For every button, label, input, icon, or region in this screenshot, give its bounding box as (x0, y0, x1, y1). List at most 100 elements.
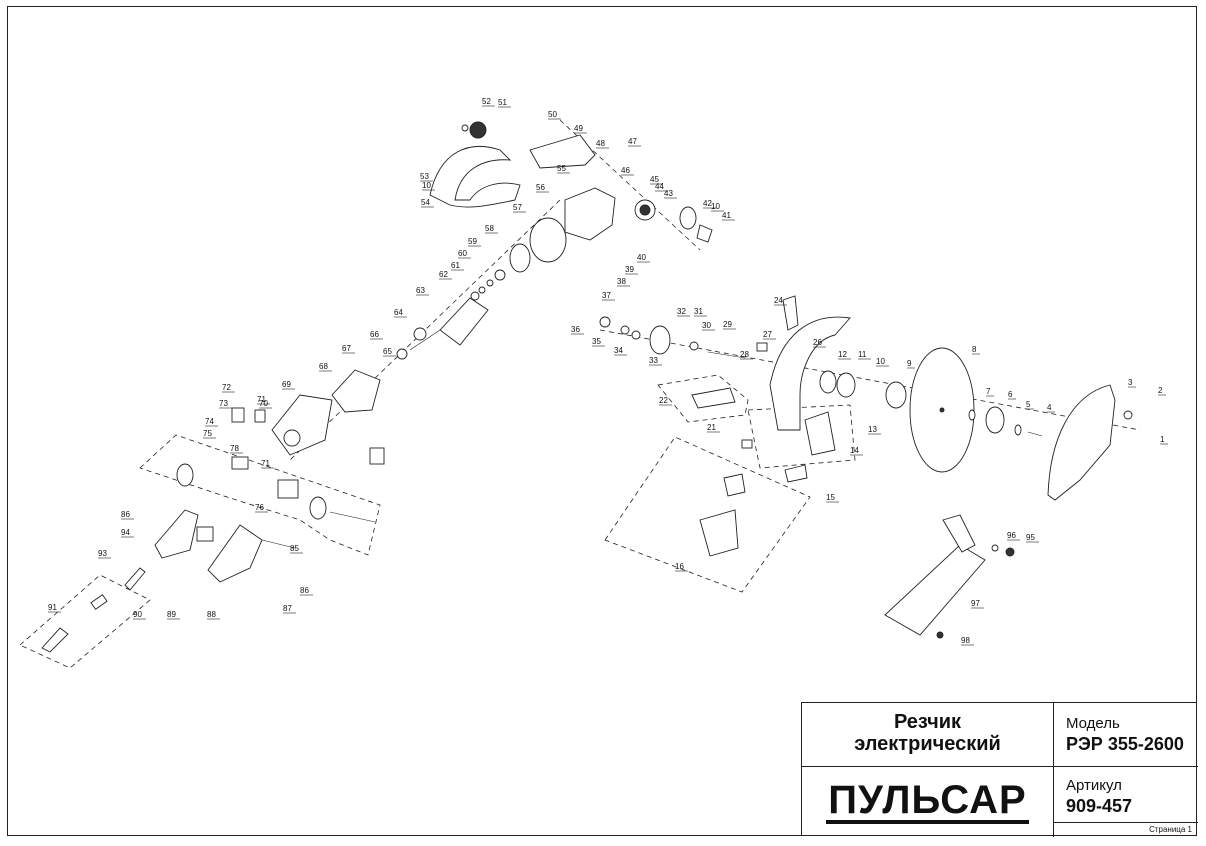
part-number-label: 55 (557, 164, 566, 173)
part-number-label: 8 (972, 345, 977, 354)
part-number-label: 32 (677, 307, 686, 316)
part-number-label: 89 (167, 610, 176, 619)
article-value: 909-457 (1066, 796, 1133, 816)
part-bolt-4 (1027, 431, 1043, 437)
part-ring-11 (836, 372, 856, 398)
part-number-label: 38 (617, 277, 626, 286)
part-number-label: 5 (1026, 400, 1031, 409)
part-number-label: 36 (571, 325, 580, 334)
part-number-label: 7 (986, 387, 991, 396)
part-flange-9 (885, 381, 907, 409)
part-clamp-22 (691, 387, 736, 409)
part-number-label: 14 (850, 446, 859, 455)
part-number-label: 51 (498, 98, 507, 107)
part-number-label: 27 (763, 330, 772, 339)
part-armature-63 (439, 297, 489, 346)
product-name-line2: электрический (854, 733, 1001, 755)
part-axle (329, 511, 376, 523)
part-number-label: 61 (451, 261, 460, 270)
part-wheel-right (309, 496, 327, 520)
part-number-label: 13 (868, 425, 877, 434)
part-bracket-41 (696, 224, 713, 243)
part-bearing-59 (494, 269, 506, 281)
part-ring-61 (478, 286, 486, 294)
model-cell: Модель РЭР 355-2600 (1054, 703, 1198, 767)
part-switch-89 (196, 526, 214, 542)
part-number-label: 64 (394, 308, 403, 317)
part-number-label: 68 (319, 362, 328, 371)
model-caption: Модель (1066, 715, 1120, 732)
part-washer-7 (968, 409, 976, 421)
brand-logo: ПУЛЬСАР (802, 767, 1054, 837)
part-flange-12 (819, 370, 837, 394)
part-number-label: 57 (513, 203, 522, 212)
part-number-label: 2 (1158, 386, 1163, 395)
part-brush-holder-72 (231, 407, 245, 423)
part-vise-block (723, 473, 746, 497)
brand-wordmark: ПУЛЬСАР (826, 778, 1029, 824)
part-bearing-65 (396, 348, 408, 360)
part-number-label: 49 (574, 124, 583, 133)
part-number-label: 90 (133, 610, 142, 619)
part-number-label: 22 (659, 396, 668, 405)
part-number-label: 15 (826, 493, 835, 502)
part-cable-93 (124, 567, 146, 591)
part-number-label: 42 (703, 199, 712, 208)
part-number-label: 87 (283, 604, 292, 613)
part-number-label: 10 (876, 357, 885, 366)
part-fence-13 (804, 411, 836, 456)
axis-line-spindle (599, 329, 1141, 431)
part-number-label: 4 (1047, 403, 1052, 412)
part-number-label: 46 (621, 166, 630, 175)
part-gear-44 (639, 204, 651, 216)
part-number-label: 97 (971, 599, 980, 608)
part-number-label: 45 (650, 175, 659, 184)
part-number-label: 85 (290, 544, 299, 553)
part-number-label: 52 (482, 97, 491, 106)
part-guard-lever-24 (782, 295, 799, 331)
part-gear-33 (649, 325, 671, 355)
part-number-label: 74 (205, 417, 214, 426)
part-number-label: 24 (774, 296, 783, 305)
part-number-label: 31 (694, 307, 703, 316)
part-number-label: 56 (536, 183, 545, 192)
part-base-plate-97 (884, 544, 986, 636)
part-number-callouts: 1234567891011121314151621222426272829303… (48, 97, 1168, 646)
part-number-label: 9 (907, 359, 912, 368)
part-number-label: 54 (421, 198, 430, 207)
part-number-label: 86 (300, 586, 309, 595)
part-switch-body (277, 479, 299, 499)
part-number-label: 12 (838, 350, 847, 359)
part-gearbox-56 (564, 187, 616, 241)
part-handle-half-87 (207, 524, 263, 583)
part-ring-42 (679, 206, 697, 230)
part-number-label: 34 (614, 346, 623, 355)
part-number-label: 93 (98, 549, 107, 558)
part-plug-91 (41, 627, 69, 653)
product-name-line1: Резчик (893, 711, 962, 733)
group-frame-22 (657, 374, 749, 423)
part-number-label: 78 (230, 444, 239, 453)
part-brush-holder-70 (254, 409, 266, 423)
group-frame-14 (747, 404, 856, 469)
part-number-label: 41 (722, 211, 731, 220)
part-number-label: 33 (649, 356, 658, 365)
part-shield-57 (529, 217, 567, 263)
part-number-label: 91 (48, 603, 57, 612)
part-number-label: 6 (1008, 390, 1013, 399)
part-number-label: 26 (813, 338, 822, 347)
part-guard-cover-3 (1047, 384, 1116, 501)
part-number-label: 70 (259, 399, 268, 408)
part-wheel-left (176, 463, 194, 487)
part-number-label: 50 (548, 110, 557, 119)
model-value: РЭР 355-2600 (1066, 734, 1184, 754)
part-number-label: 72 (222, 383, 231, 392)
armature-shaft (409, 329, 441, 351)
part-washer-96 (991, 544, 999, 552)
part-number-label: 75 (203, 429, 212, 438)
part-number-label: 67 (342, 344, 351, 353)
part-number-label: 48 (596, 139, 605, 148)
part-flange-6 (985, 406, 1005, 434)
part-screw-85 (261, 539, 296, 549)
